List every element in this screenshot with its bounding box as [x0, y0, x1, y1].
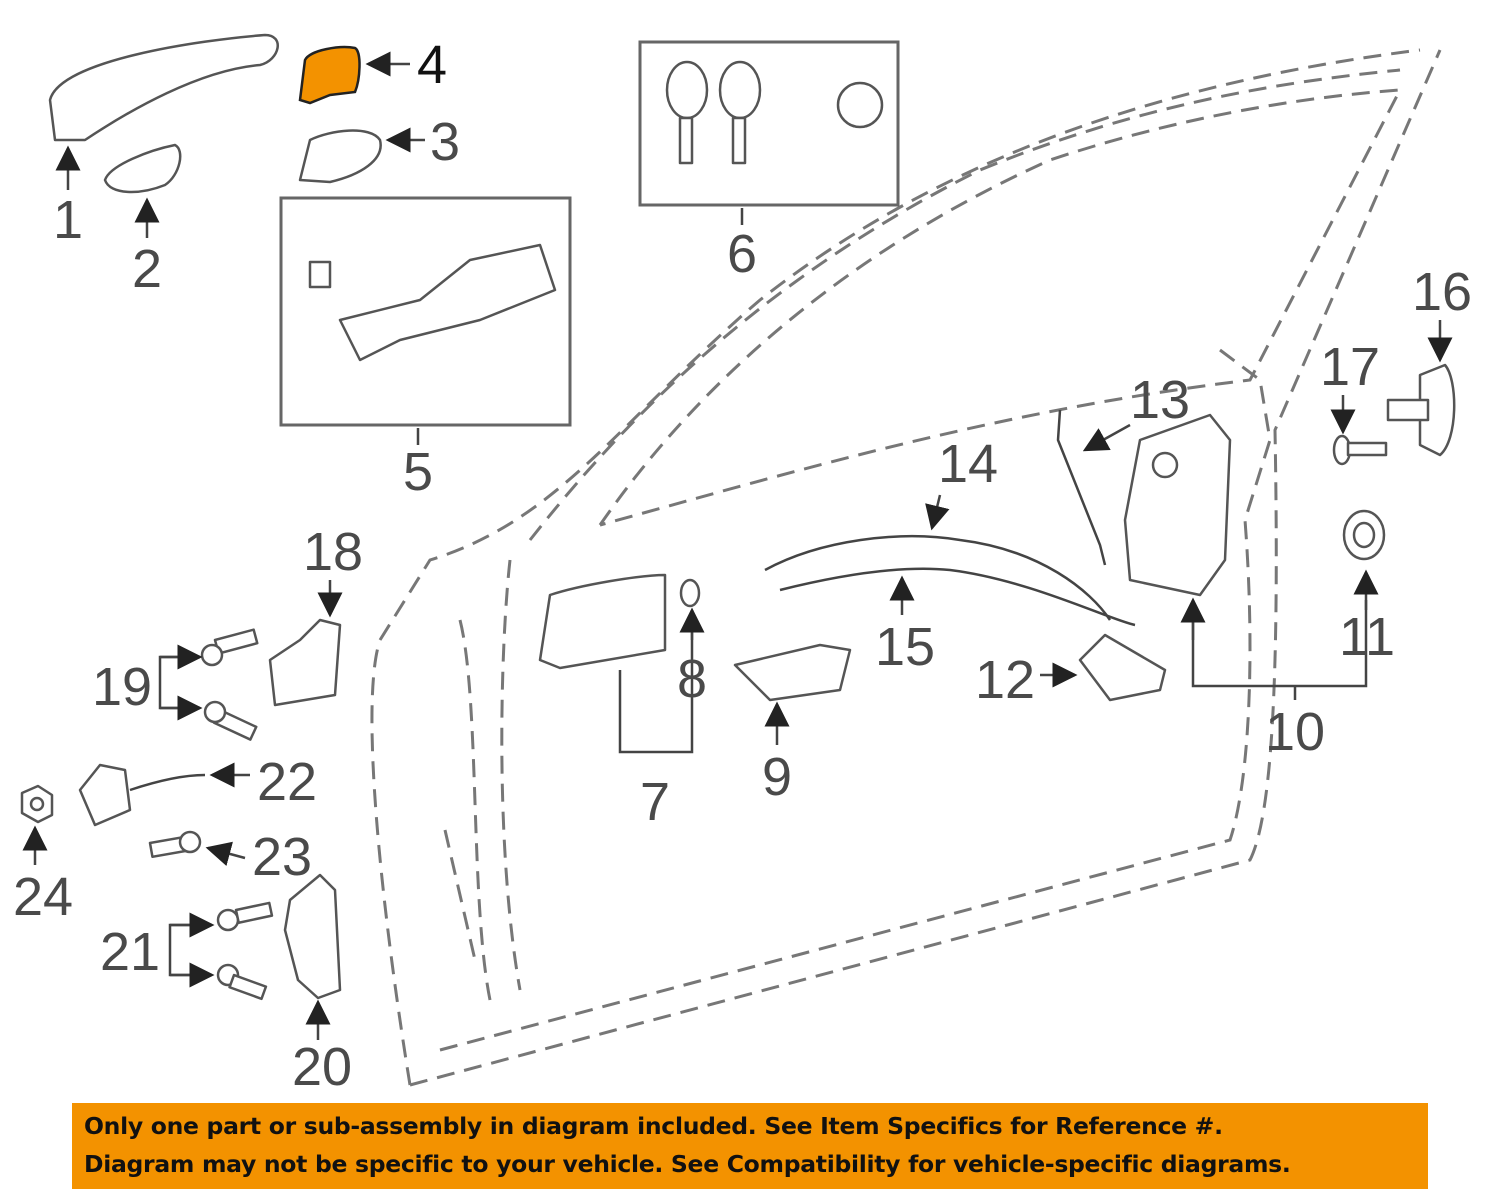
callout-3: 3: [430, 112, 460, 172]
part-9-bezel: [733, 643, 852, 745]
callout-1: 1: [53, 190, 83, 250]
part-21-bolts: [168, 901, 274, 1001]
part-16-striker: [1386, 320, 1456, 457]
callout-20: 20: [292, 1037, 352, 1097]
part-1-outside-handle: [48, 33, 279, 190]
callout-9: 9: [762, 747, 792, 807]
part-17-screw: [1330, 395, 1388, 466]
callout-7: 7: [640, 772, 670, 832]
callout-12: 12: [975, 650, 1035, 710]
callout-24: 24: [13, 867, 73, 927]
part-8-clip: [679, 578, 705, 640]
callout-22: 22: [257, 752, 317, 812]
callout-17: 17: [1320, 337, 1380, 397]
callout-4: 4: [417, 35, 447, 95]
callout-16: 16: [1412, 262, 1472, 322]
part-18-upper-hinge: [268, 580, 343, 707]
diagram-canvas: 1 2 3 4 5 6 7 8 9 10 11 12 13 14 15 16 1…: [13, 33, 1472, 1097]
disclaimer-line-1: Only one part or sub-assembly in diagram…: [84, 1112, 1223, 1140]
disclaimer-line-2: Diagram may not be specific to your vehi…: [84, 1150, 1291, 1178]
part-20-lower-hinge: [283, 873, 342, 1040]
part-4-cap-highlighted: [298, 45, 410, 105]
part-22-check-arm: [78, 762, 250, 827]
callout-23: 23: [252, 827, 312, 887]
callout-19: 19: [92, 657, 152, 717]
part-6-key-set-box: [638, 40, 900, 225]
callout-2: 2: [132, 239, 162, 299]
part-19-bolts: [158, 628, 259, 741]
part-13-rod: [1056, 409, 1131, 566]
callout-5: 5: [403, 442, 433, 502]
callout-8: 8: [677, 649, 707, 709]
callout-18: 18: [303, 522, 363, 582]
part-11-grommet: [1342, 509, 1386, 561]
callout-labels: 1 2 3 4 5 6 7 8 9 10 11 12 13 14 15 16 1…: [13, 35, 1472, 1097]
door-outline: [370, 48, 1442, 1087]
callout-11: 11: [1339, 607, 1395, 667]
part-3-cover: [298, 127, 425, 184]
callout-21: 21: [100, 922, 160, 982]
part-7-inside-handle: [538, 573, 694, 754]
part-12-bracket: [1040, 633, 1167, 702]
part-23-bolt: [148, 830, 246, 866]
callout-15: 15: [875, 617, 935, 677]
disclaimer-banner: Only one part or sub-assembly in diagram…: [72, 1103, 1428, 1189]
part-2-handle-pad: [103, 143, 182, 238]
callout-10: 10: [1265, 702, 1325, 762]
part-5-frame-box: [279, 196, 572, 445]
part-10-lock-assembly: [1123, 413, 1379, 700]
part-24-nut: [20, 784, 54, 865]
part-14-15-cables: [764, 494, 1136, 627]
callout-13: 13: [1130, 370, 1190, 430]
callout-6: 6: [727, 224, 757, 284]
callout-14: 14: [938, 434, 998, 494]
